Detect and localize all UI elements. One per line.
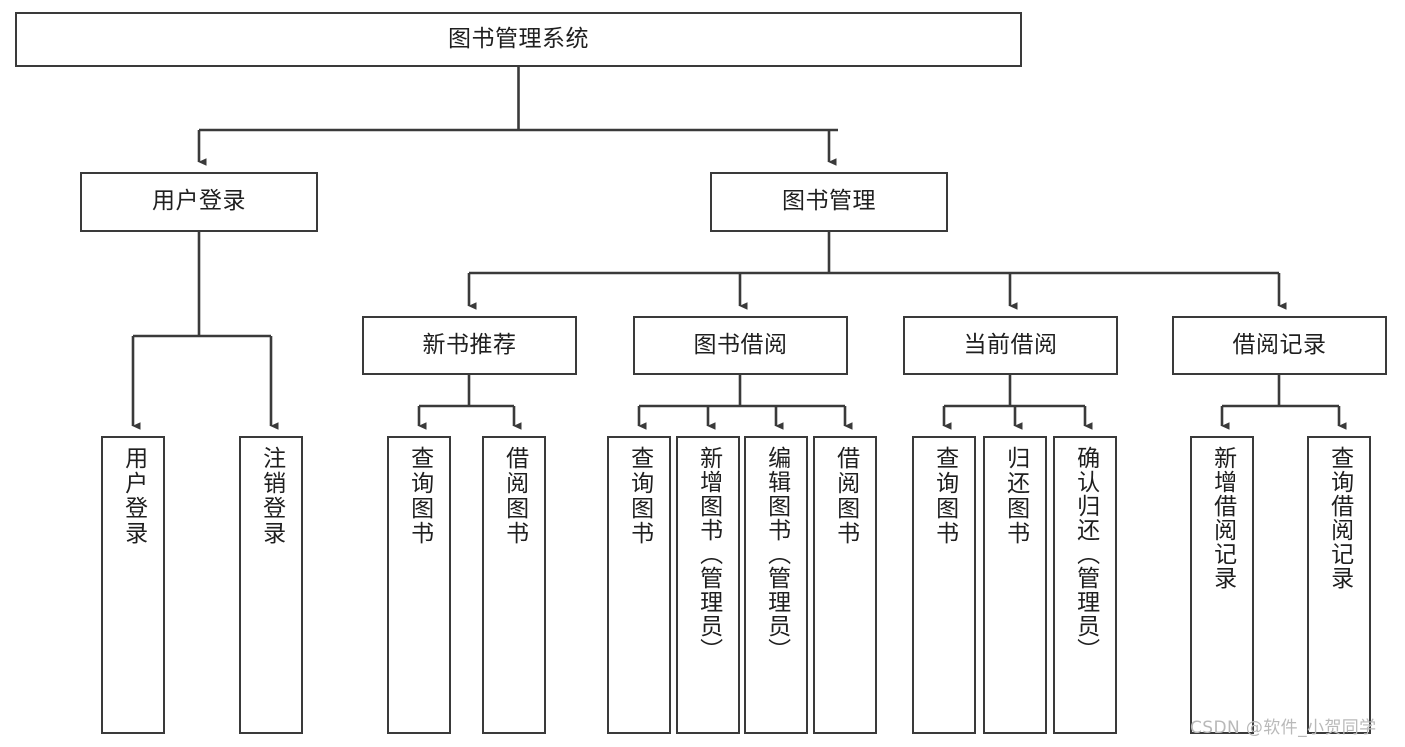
leaf-node-query-book-current[interactable]: 查询图书 — [912, 436, 976, 734]
leaf-node-add-book-admin[interactable]: 新增图书（管理员） — [676, 436, 740, 734]
leaf-label: 确认归还（管理员） — [1072, 446, 1099, 662]
leaf-label: 查询借阅记录 — [1326, 446, 1353, 590]
node-root-system[interactable]: 图书管理系统 — [15, 12, 1022, 67]
leaf-node-query-borrow-record[interactable]: 查询借阅记录 — [1307, 436, 1371, 734]
node-current-borrow[interactable]: 当前借阅 — [903, 316, 1118, 375]
leaf-label: 新增借阅记录 — [1209, 446, 1236, 590]
leaf-node-edit-book-admin[interactable]: 编辑图书（管理员） — [744, 436, 808, 734]
leaf-node-query-book-borrow[interactable]: 查询图书 — [607, 436, 671, 734]
leaf-node-add-borrow-record[interactable]: 新增借阅记录 — [1190, 436, 1254, 734]
node-new-book-recommend[interactable]: 新书推荐 — [362, 316, 577, 375]
node-user-login[interactable]: 用户登录 — [80, 172, 318, 232]
leaf-label: 借阅图书 — [501, 446, 528, 546]
node-book-management[interactable]: 图书管理 — [710, 172, 948, 232]
leaf-label: 归还图书 — [1002, 446, 1029, 546]
node-borrow-record[interactable]: 借阅记录 — [1172, 316, 1387, 375]
leaf-label: 编辑图书（管理员） — [763, 446, 790, 662]
leaf-label: 新增图书（管理员） — [695, 446, 722, 662]
leaf-label: 查询图书 — [931, 446, 958, 546]
leaf-node-borrow-book-new[interactable]: 借阅图书 — [482, 436, 546, 734]
leaf-node-logout[interactable]: 注销登录 — [239, 436, 303, 734]
leaf-label: 查询图书 — [626, 446, 653, 546]
leaf-label: 注销登录 — [258, 446, 285, 546]
leaf-node-user-login[interactable]: 用户登录 — [101, 436, 165, 734]
node-book-borrow[interactable]: 图书借阅 — [633, 316, 848, 375]
leaf-label: 查询图书 — [406, 446, 433, 546]
leaf-label: 用户登录 — [120, 446, 147, 546]
leaf-label: 借阅图书 — [832, 446, 859, 546]
leaf-node-borrow-book[interactable]: 借阅图书 — [813, 436, 877, 734]
leaf-node-return-book[interactable]: 归还图书 — [983, 436, 1047, 734]
leaf-node-confirm-return-admin[interactable]: 确认归还（管理员） — [1053, 436, 1117, 734]
leaf-node-query-book-new[interactable]: 查询图书 — [387, 436, 451, 734]
